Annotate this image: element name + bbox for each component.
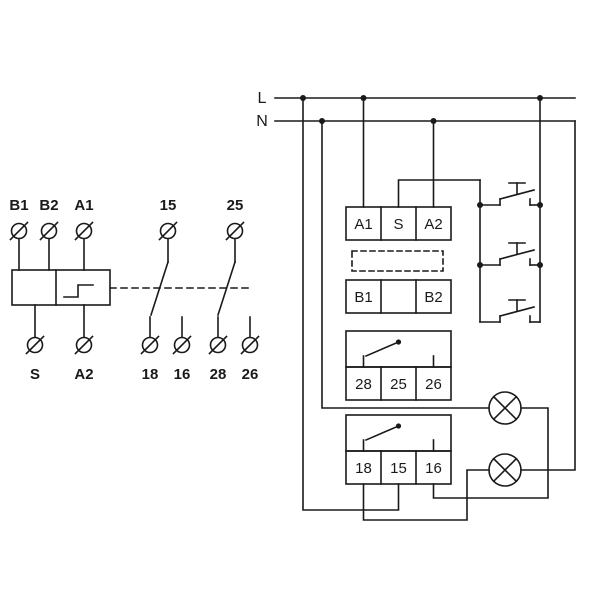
terminal-icon-b2 [39, 221, 59, 241]
terminal-icon-15 [158, 221, 178, 241]
terminal-label-b1: B1 [9, 197, 28, 214]
contact-label-15: 15 [160, 197, 177, 214]
pushbutton-icon-1 [479, 182, 541, 206]
contact-arm-25 [216, 260, 237, 317]
wire-l-to-15 [302, 97, 400, 511]
terminal-icon-a1 [74, 221, 94, 241]
device-cell-a1: A1 [354, 216, 372, 233]
terminal-icon-a2 [74, 335, 94, 355]
device-cell-b2: B2 [424, 289, 442, 306]
wire-lamp2-to-n [520, 120, 576, 471]
device-cell-s: S [393, 216, 403, 233]
contact-label-16: 16 [174, 366, 191, 383]
device-cell-25: 25 [390, 376, 407, 393]
device-cell-15: 15 [390, 460, 407, 477]
device-block: A1 S A2 B1 B2 [345, 206, 452, 485]
terminal-label-b2: B2 [39, 197, 58, 214]
contact-label-28: 28 [210, 366, 227, 383]
wire-s-to-buttons [397, 179, 481, 208]
bus-label-n: N [256, 113, 268, 130]
lamp-icon-1 [488, 391, 522, 425]
device-cell-26: 26 [425, 376, 442, 393]
device-cell-a2: A2 [424, 216, 442, 233]
terminal-icon-18 [140, 335, 160, 355]
device-cell-16: 16 [425, 460, 442, 477]
device-cell-28: 28 [355, 376, 372, 393]
device-row-contact1: 28 25 26 [345, 366, 452, 401]
wiring-section: L N A1 S A2 [256, 90, 576, 521]
terminal-icon-28 [208, 335, 228, 355]
contact-label-25: 25 [227, 197, 244, 214]
bus-label-l: L [258, 90, 267, 107]
step-function-icon [63, 284, 94, 298]
wire-lamp1-to-16 [432, 407, 549, 499]
pushbutton-icon-2 [479, 242, 541, 266]
terminal-label-s: S [30, 366, 40, 383]
wire-lamp2-to-18 [362, 469, 490, 521]
device-row-contact2: 18 15 16 [345, 450, 452, 485]
terminal-icon-b1 [9, 221, 29, 241]
lamp-icon-2 [488, 453, 522, 487]
pushbutton-icon-3 [479, 299, 541, 323]
terminal-label-a2: A2 [74, 366, 93, 383]
contact-assembly-15: 15 18 16 [140, 197, 192, 383]
wire-n-to-lamp1 [321, 120, 490, 409]
coil-box-dashed [351, 250, 444, 272]
device-cell-b1: B1 [354, 289, 372, 306]
contact-label-18: 18 [142, 366, 159, 383]
contact-arm-icon [364, 424, 400, 442]
terminal-icon-26 [240, 335, 260, 355]
contact-arm-15 [149, 260, 170, 317]
device-contact-box-2 [345, 414, 452, 452]
device-row-top: A1 S A2 [345, 206, 452, 241]
terminal-icon-s [25, 335, 45, 355]
terminal-icon-25 [225, 221, 245, 241]
device-cell-18: 18 [355, 460, 372, 477]
contact-assembly-25: 25 28 26 [208, 197, 260, 383]
junction-dots [300, 95, 543, 268]
device-row-b: B1 B2 [345, 279, 452, 314]
contact-label-26: 26 [242, 366, 259, 383]
terminal-label-a1: A1 [74, 197, 93, 214]
contact-arm-icon [364, 340, 400, 358]
terminal-icon-16 [172, 335, 192, 355]
relay-box [11, 269, 111, 306]
left-unit: B1 B2 A1 S A2 [9, 197, 260, 383]
device-contact-box-1 [345, 330, 452, 368]
